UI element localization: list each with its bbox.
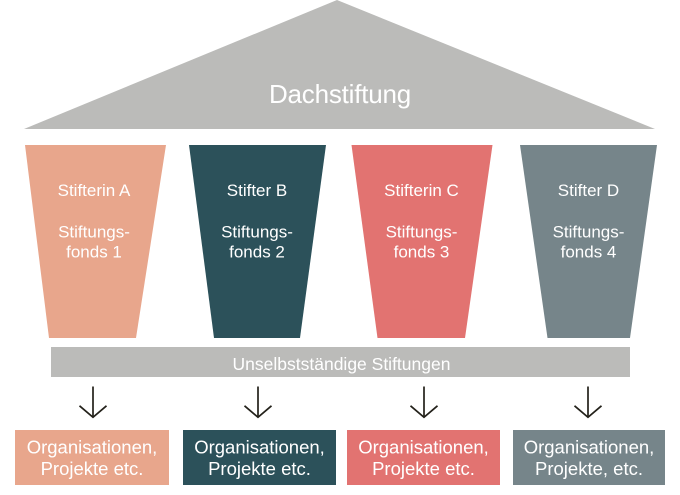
svg-text:Stiftungs-: Stiftungs- <box>386 223 458 242</box>
svg-text:Projekte etc.: Projekte etc. <box>372 458 475 479</box>
svg-text:Unselbstständige Stiftungen: Unselbstständige Stiftungen <box>233 354 451 374</box>
svg-text:Projekte etc.: Projekte etc. <box>41 458 144 479</box>
svg-text:Organisationen,: Organisationen, <box>358 437 489 458</box>
svg-text:Stiftungs-: Stiftungs- <box>221 223 293 242</box>
svg-text:Stifter D: Stifter D <box>558 181 619 200</box>
svg-text:fonds 2: fonds 2 <box>229 243 285 262</box>
svg-text:Stifter B: Stifter B <box>227 181 287 200</box>
svg-text:Organisationen,: Organisationen, <box>524 437 655 458</box>
svg-text:Projekte etc.: Projekte etc. <box>208 458 311 479</box>
svg-text:Stifterin A: Stifterin A <box>58 181 131 200</box>
svg-text:Stiftungs-: Stiftungs- <box>58 223 130 242</box>
svg-text:Stiftungs-: Stiftungs- <box>553 223 625 242</box>
svg-text:fonds 4: fonds 4 <box>561 243 617 262</box>
svg-text:Projekte, etc.: Projekte, etc. <box>535 458 643 479</box>
svg-text:Dachstiftung: Dachstiftung <box>269 79 411 109</box>
svg-text:Stifterin C: Stifterin C <box>384 181 459 200</box>
svg-text:Organisationen,: Organisationen, <box>27 437 158 458</box>
svg-text:Organisationen,: Organisationen, <box>194 437 325 458</box>
svg-text:fonds 3: fonds 3 <box>394 243 450 262</box>
svg-text:fonds 1: fonds 1 <box>66 243 122 262</box>
